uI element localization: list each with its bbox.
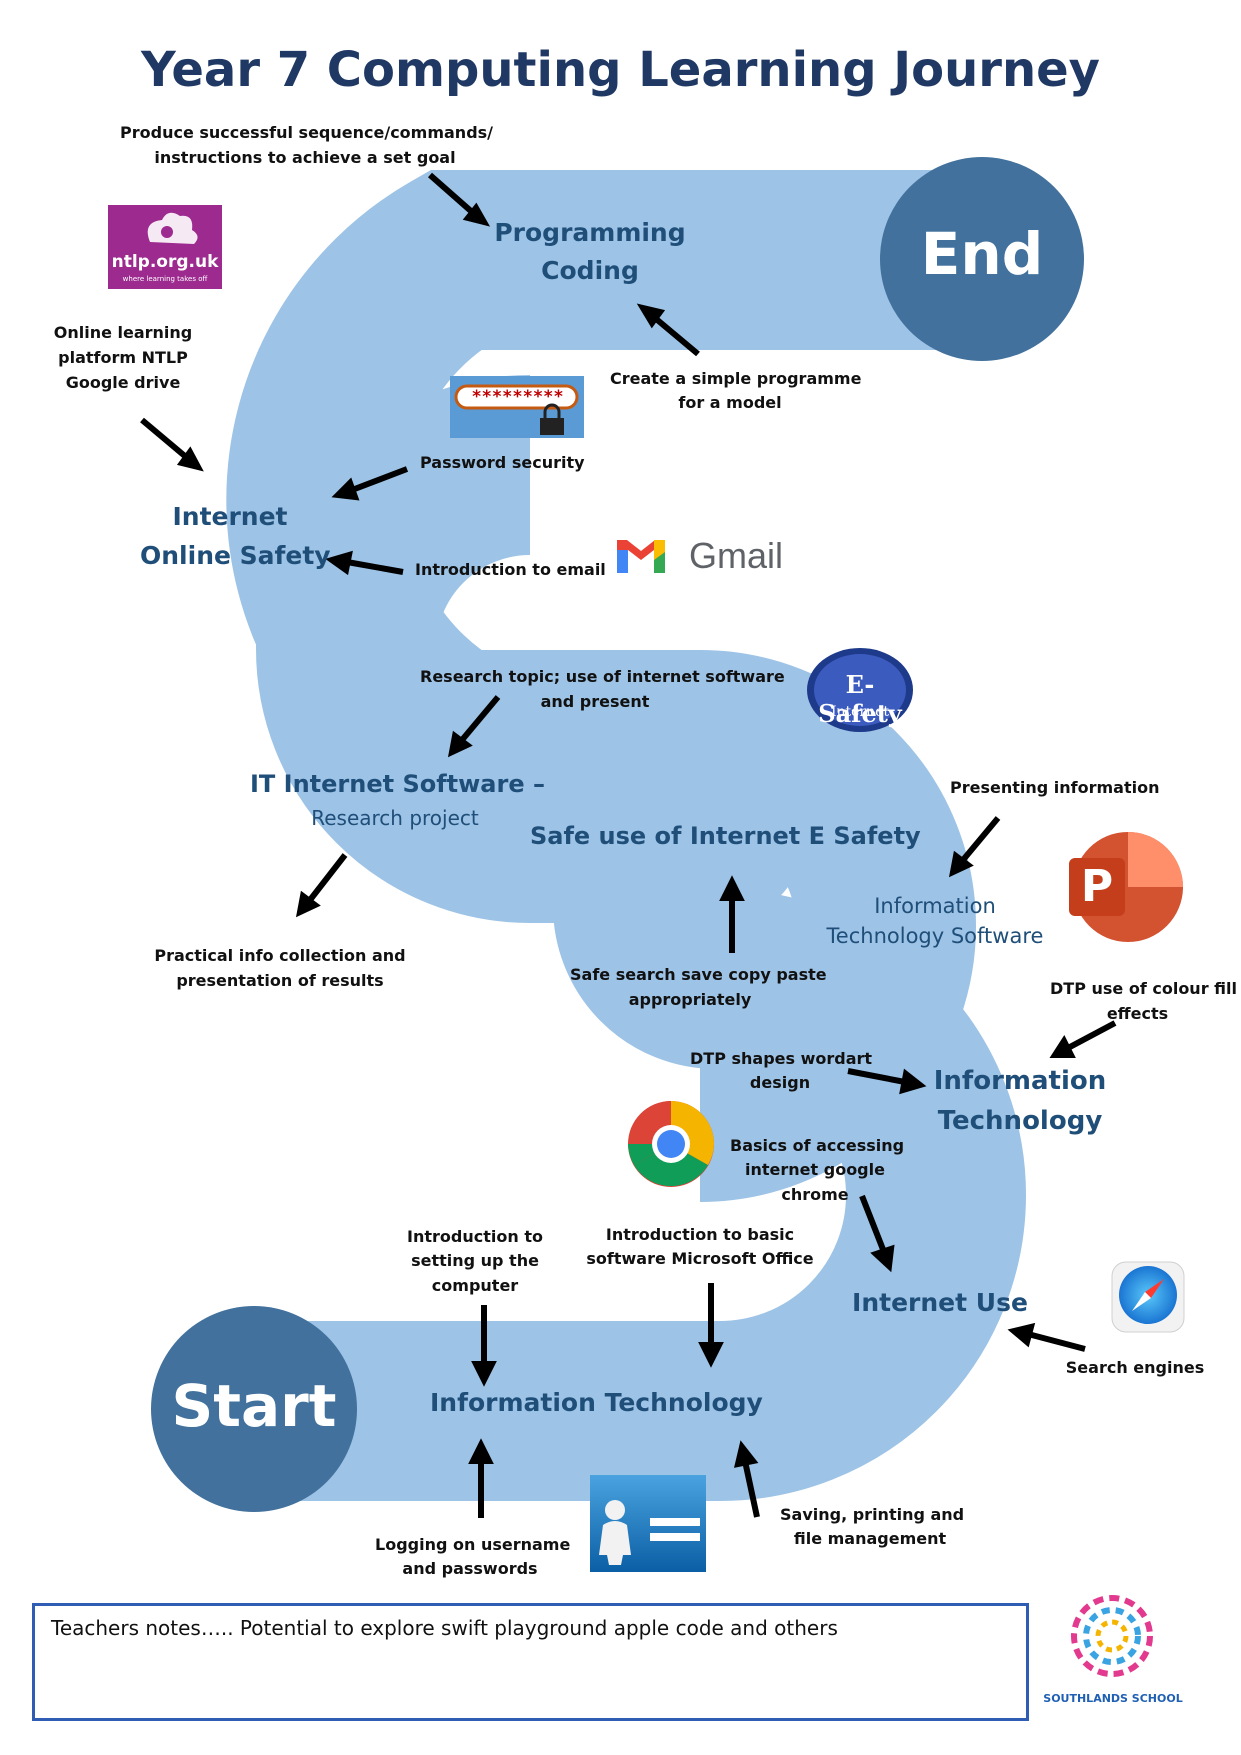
end-circle	[880, 157, 1084, 361]
topic-its-line1: Information	[874, 894, 996, 918]
topic-programming: Programming	[494, 218, 686, 247]
arrow-produce	[428, 172, 474, 215]
topic-online-line1: Internet	[172, 502, 288, 531]
teachers-notes-box: Teachers notes….. Potential to explore s…	[32, 1603, 1029, 1721]
topic-research-line2: Research project	[311, 806, 479, 830]
label-basics-line1: Basics of accessing	[730, 1136, 905, 1155]
label-dtpfill-line2: effects	[1106, 1004, 1169, 1023]
topic-safe-use: Safe use of Internet E Safety	[530, 822, 921, 850]
topic-information-technology: Information Technology	[430, 1388, 763, 1417]
label-research-line2: and present	[540, 692, 650, 711]
road-segment-connector	[505, 650, 976, 1202]
label-saving-line1: Saving, printing and	[780, 1505, 965, 1524]
label-practical-line2: presentation of results	[176, 971, 384, 990]
topic-coding: Coding	[541, 256, 639, 285]
label-setup-line3: computer	[431, 1276, 519, 1295]
password-mask: *********	[471, 387, 564, 407]
label-dtpshapes-line2: design	[749, 1073, 811, 1092]
arrow-email	[346, 559, 404, 575]
topic-internet-use: Internet Use	[852, 1288, 1028, 1317]
arrow-dtpfill	[1066, 1020, 1117, 1051]
label-office-line1: Introduction to basic	[605, 1225, 795, 1244]
arrows	[140, 172, 1117, 1518]
topic-info-tech-line2: Technology	[937, 1106, 1103, 1136]
arrow-create	[653, 315, 700, 357]
southlands-school-logo	[1071, 1595, 1153, 1677]
password-logo	[450, 376, 584, 438]
label-dtpfill-line1: DTP use of colour fill	[1050, 979, 1237, 998]
ntlp-logo-subtext: where learning takes off	[122, 275, 208, 283]
chrome-logo	[628, 1101, 714, 1187]
label-dtpshapes-line1: DTP shapes wordart	[690, 1049, 873, 1068]
topic-online-line2: Online Safety	[140, 541, 331, 570]
arrow-ntlp	[140, 417, 188, 460]
arrow-research	[459, 695, 501, 742]
label-logon-line1: Logging on username	[375, 1535, 571, 1554]
label-setup-line1: Introduction to	[407, 1227, 543, 1246]
label-logon-line2: and passwords	[402, 1559, 538, 1578]
school-name: SOUTHLANDS SCHOOL	[1043, 1692, 1183, 1705]
arrow-basics	[859, 1194, 887, 1254]
label-setup-line2: setting up the	[411, 1251, 539, 1270]
topic-its-line2: Technology Software	[826, 924, 1044, 948]
label-produce-line1: Produce successful sequence/commands/	[120, 123, 494, 142]
gmail-logo	[617, 540, 665, 573]
end-node: End	[920, 220, 1044, 288]
label-safesearch-line1: Safe search save copy paste	[570, 965, 827, 984]
topic-info-tech-line1: Information	[933, 1066, 1107, 1096]
label-search: Search engines	[1065, 1358, 1205, 1377]
label-office-line2: software Microsoft Office	[586, 1249, 814, 1268]
teachers-notes-text: Teachers notes….. Potential to explore s…	[51, 1616, 838, 1640]
ntlp-logo	[108, 205, 222, 289]
safari-logo	[1111, 1261, 1185, 1333]
gmail-wordmark: Gmail	[689, 535, 784, 576]
start-node: Start	[171, 1372, 337, 1440]
page-title: Year 7 Computing Learning Journey	[141, 42, 1100, 98]
topic-research-line1: IT Internet Software –	[250, 770, 545, 798]
label-saving-line2: file management	[793, 1529, 947, 1548]
label-presenting: Presenting information	[950, 778, 1160, 797]
arrow-password	[350, 466, 409, 493]
label-basics-line3: chrome	[781, 1185, 849, 1204]
powerpoint-letter: P	[1080, 861, 1114, 912]
esafety-sub: Internet	[830, 704, 890, 720]
road-segment-upper	[226, 170, 980, 830]
arrow-search	[1027, 1331, 1086, 1352]
label-create-line1: Create a simple programme	[610, 369, 862, 388]
label-create-line2: for a model	[678, 393, 782, 412]
label-ntlp-line2: platform NTLP	[58, 348, 188, 367]
esafety-logo	[807, 648, 913, 732]
ntlp-logo-text: ntlp.org.uk	[111, 252, 219, 272]
start-circle	[151, 1306, 357, 1512]
login-user-image	[590, 1475, 706, 1572]
arrow-saving	[742, 1460, 760, 1518]
powerpoint-logo	[1069, 832, 1183, 942]
label-basics-line2: internet google	[745, 1160, 885, 1179]
label-produce-line2: instructions to achieve a set goal	[154, 148, 456, 167]
arrow-practical	[307, 853, 348, 902]
arrow-dtpshapes	[847, 1068, 906, 1085]
label-ntlp-line1: Online learning	[53, 323, 193, 342]
label-safesearch-line2: appropriately	[628, 990, 752, 1009]
label-ntlp-line3: Google drive	[65, 373, 181, 392]
arrow-presenting	[960, 816, 1001, 862]
label-practical-line1: Practical info collection and	[154, 946, 406, 965]
label-research-line1: Research topic; use of internet software	[420, 667, 785, 686]
label-password: Password security	[420, 453, 585, 472]
label-email: Introduction to email	[415, 560, 606, 579]
esafety-wordmark: E-Safety	[818, 670, 902, 728]
